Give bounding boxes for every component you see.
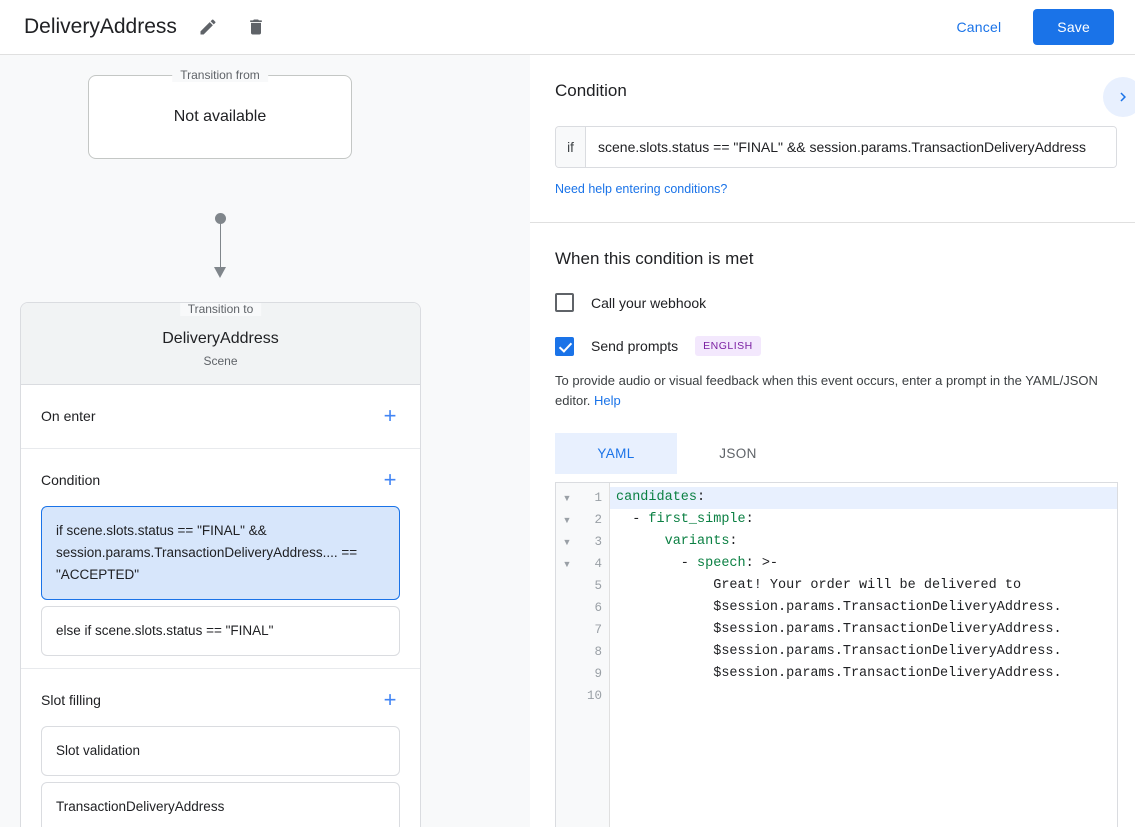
fold-toggle-icon[interactable]: ▼	[562, 537, 572, 547]
code-line[interactable]: candidates:	[610, 487, 1117, 509]
code-line[interactable]: Great! Your order will be delivered to	[616, 578, 1022, 593]
code-line[interactable]: $session.params.TransactionDeliveryAddre…	[616, 666, 1062, 681]
page-title: DeliveryAddress	[24, 15, 177, 38]
condition-help-link[interactable]: Need help entering conditions?	[555, 182, 728, 196]
condition-if-label: if	[556, 127, 586, 167]
when-condition-met-section: When this condition is met Call your web…	[530, 223, 1135, 827]
code-line[interactable]: - first_simple:	[616, 512, 754, 527]
transition-from-value: Not available	[173, 108, 267, 125]
line-number: 10	[586, 689, 602, 703]
section-title-on-enter: On enter	[41, 408, 96, 424]
transition-to-card: Transition to DeliveryAddress Scene On e…	[20, 302, 421, 827]
code-line[interactable]: - speech: >-	[616, 556, 779, 571]
webhook-row: Call your webhook	[555, 293, 1110, 312]
line-number: 5	[594, 579, 602, 593]
chevron-right-icon	[1120, 92, 1126, 102]
line-number-gutter: 1 2 3 4 5 6 7 8 9 10	[578, 483, 610, 827]
code-line[interactable]: $session.params.TransactionDeliveryAddre…	[616, 644, 1062, 659]
condition-detail-pane: Condition if Need help entering conditio…	[530, 55, 1135, 827]
call-webhook-checkbox[interactable]	[555, 293, 574, 312]
section-condition: Condition + if scene.slots.status == "FI…	[21, 449, 420, 669]
section-on-enter: On enter +	[21, 385, 420, 449]
send-prompts-label: Send prompts	[591, 338, 679, 354]
condition-list-item[interactable]: else if scene.slots.status == "FINAL"	[41, 606, 400, 656]
call-webhook-label: Call your webhook	[591, 294, 707, 311]
transition-to-legend: Transition to	[179, 303, 262, 316]
tab-json[interactable]: JSON	[719, 446, 757, 461]
trash-icon	[250, 19, 262, 35]
fold-toggle-icon[interactable]	[556, 619, 578, 641]
top-app-bar: DeliveryAddress Cancel Save	[0, 0, 1135, 55]
scene-type: Scene	[203, 354, 238, 368]
line-number: 8	[594, 645, 602, 659]
cancel-button[interactable]: Cancel	[943, 10, 1016, 44]
condition-section: Condition if Need help entering conditio…	[530, 55, 1135, 223]
add-slot-filling-button[interactable]: +	[383, 687, 397, 712]
section-divider	[530, 222, 1135, 223]
condition-heading: Condition	[555, 81, 627, 100]
topbar-actions: Cancel Save	[943, 9, 1114, 45]
fold-toggle-icon[interactable]	[556, 663, 578, 685]
prompts-description: To provide audio or visual feedback when…	[555, 371, 1110, 411]
line-number: 2	[594, 513, 602, 527]
delete-button[interactable]	[239, 10, 273, 44]
line-number: 9	[594, 667, 602, 681]
connector-arrow-icon	[214, 267, 226, 278]
send-prompts-checkbox[interactable]	[555, 336, 574, 356]
fold-toggle-icon[interactable]: ▼	[562, 515, 572, 525]
scene-name: DeliveryAddress	[162, 330, 279, 347]
section-head: Slot filling +	[21, 669, 420, 720]
when-met-heading: When this condition is met	[555, 249, 754, 268]
fold-toggle-icon[interactable]: ▼	[562, 493, 572, 503]
line-number: 6	[594, 601, 602, 615]
prompts-description-text: To provide audio or visual feedback when…	[555, 373, 1098, 408]
section-head: On enter +	[21, 385, 420, 436]
code-line[interactable]: variants:	[664, 534, 738, 549]
expand-panel-button[interactable]	[1103, 77, 1135, 117]
fold-gutter: ▼ ▼ ▼ ▼	[556, 483, 578, 827]
section-title-condition: Condition	[41, 472, 101, 488]
yaml-key-token: first_simple	[648, 512, 746, 527]
yaml-key-token: speech	[697, 556, 746, 571]
connector-line	[219, 218, 221, 270]
tab-yaml[interactable]: YAML	[555, 433, 677, 474]
slot-validation-item[interactable]: Slot validation	[41, 726, 400, 776]
fold-toggle-icon[interactable]: ▼	[562, 559, 572, 569]
code-line[interactable]: $session.params.TransactionDeliveryAddre…	[616, 600, 1062, 615]
section-title-slot-filling: Slot filling	[41, 692, 101, 708]
section-head: Condition +	[21, 449, 420, 500]
save-button[interactable]: Save	[1033, 9, 1114, 45]
slot-item-transaction-delivery-address[interactable]: TransactionDeliveryAddress	[41, 782, 400, 827]
transition-from-card[interactable]: Transition from Not available	[88, 68, 352, 159]
code-line[interactable]	[610, 685, 1117, 707]
scene-header: Transition to DeliveryAddress Scene	[21, 303, 420, 385]
send-prompts-row: Send prompts ENGLISH	[555, 336, 1110, 356]
language-badge: ENGLISH	[695, 336, 761, 356]
editor-format-tabs: YAML JSON	[555, 433, 1110, 474]
yaml-key-token: variants	[664, 534, 730, 549]
line-number: 3	[594, 535, 602, 549]
line-number: 7	[594, 623, 602, 637]
line-number: 4	[594, 557, 602, 571]
line-number: 1	[594, 491, 602, 505]
yaml-key-token: candidates	[616, 490, 698, 505]
condition-expression-input[interactable]	[586, 127, 1116, 167]
pencil-icon	[200, 19, 216, 35]
fold-toggle-icon[interactable]	[556, 641, 578, 663]
edit-button[interactable]	[191, 10, 225, 44]
yaml-code-editor[interactable]: ▼ ▼ ▼ ▼ 1 2 3 4 5 6 7 8 9 10 candidates: - first_sim…	[555, 482, 1118, 827]
condition-input-group: if	[555, 126, 1117, 168]
fold-toggle-icon[interactable]	[556, 597, 578, 619]
code-content-area[interactable]: candidates: - first_simple: variants: - …	[610, 483, 1117, 827]
scene-graph-pane: Transition from Not available Transition…	[0, 55, 530, 827]
code-line[interactable]: $session.params.TransactionDeliveryAddre…	[616, 622, 1062, 637]
condition-list-item-selected[interactable]: if scene.slots.status == "FINAL" && sess…	[41, 506, 400, 600]
add-on-enter-button[interactable]: +	[383, 403, 397, 428]
fold-toggle-icon[interactable]	[556, 575, 578, 597]
add-condition-button[interactable]: +	[383, 467, 397, 492]
fold-toggle-icon[interactable]	[556, 685, 578, 707]
section-slot-filling: Slot filling + Slot validation Transacti…	[21, 669, 420, 827]
prompts-help-link[interactable]: Help	[594, 393, 621, 408]
transition-from-legend: Transition from	[172, 68, 268, 82]
